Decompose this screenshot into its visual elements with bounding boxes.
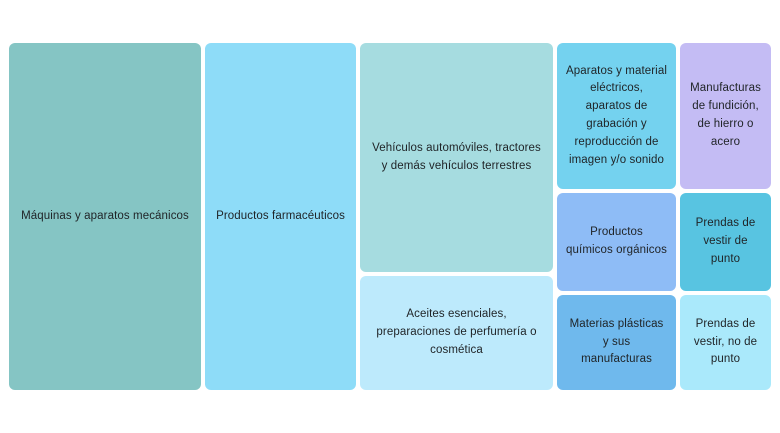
treemap-tile-aparatos-y-material-electricos[interactable]: Aparatos y material eléctricos, aparatos… — [557, 43, 676, 189]
tile-label: Prendas de vestir de punto — [695, 217, 756, 265]
treemap-tile-prendas-de-vestir-no-de-punto[interactable]: Prendas de vestir, no de punto — [680, 295, 771, 390]
tile-label: Aparatos y material eléctricos, aparatos… — [566, 64, 667, 166]
treemap-tile-manufacturas-de-fundicion[interactable]: Manufacturas de fundición, de hierro o a… — [680, 43, 771, 189]
treemap-tile-vehiculos-automoviles[interactable]: Vehículos automóviles, tractores y demás… — [360, 43, 553, 272]
tile-label: Manufacturas de fundición, de hierro o a… — [690, 82, 761, 148]
treemap-tile-aceites-esenciales[interactable]: Aceites esenciales, preparaciones de per… — [360, 276, 553, 390]
tile-label: Prendas de vestir, no de punto — [693, 317, 758, 366]
tile-label: Productos farmacéuticos — [216, 209, 345, 222]
tile-label: Materias plásticas y sus manufacturas — [569, 317, 664, 366]
tile-label: Máquinas y aparatos mecánicos — [21, 209, 189, 222]
tile-label: Productos químicos orgánicos — [566, 226, 667, 256]
treemap-tile-prendas-de-vestir-de-punto[interactable]: Prendas de vestir de punto — [680, 193, 771, 291]
tile-label: Vehículos automóviles, tractores y demás… — [372, 141, 541, 172]
treemap-tile-productos-quimicos-organicos[interactable]: Productos químicos orgánicos — [557, 193, 676, 291]
tile-label: Aceites esenciales, preparaciones de per… — [376, 308, 537, 356]
treemap-tile-materias-plasticas[interactable]: Materias plásticas y sus manufacturas — [557, 295, 676, 390]
treemap-tile-productos-farmaceuticos[interactable]: Productos farmacéuticos — [205, 43, 356, 390]
treemap-tile-maquinas-y-aparatos-mecanicos[interactable]: Máquinas y aparatos mecánicos — [9, 43, 201, 390]
